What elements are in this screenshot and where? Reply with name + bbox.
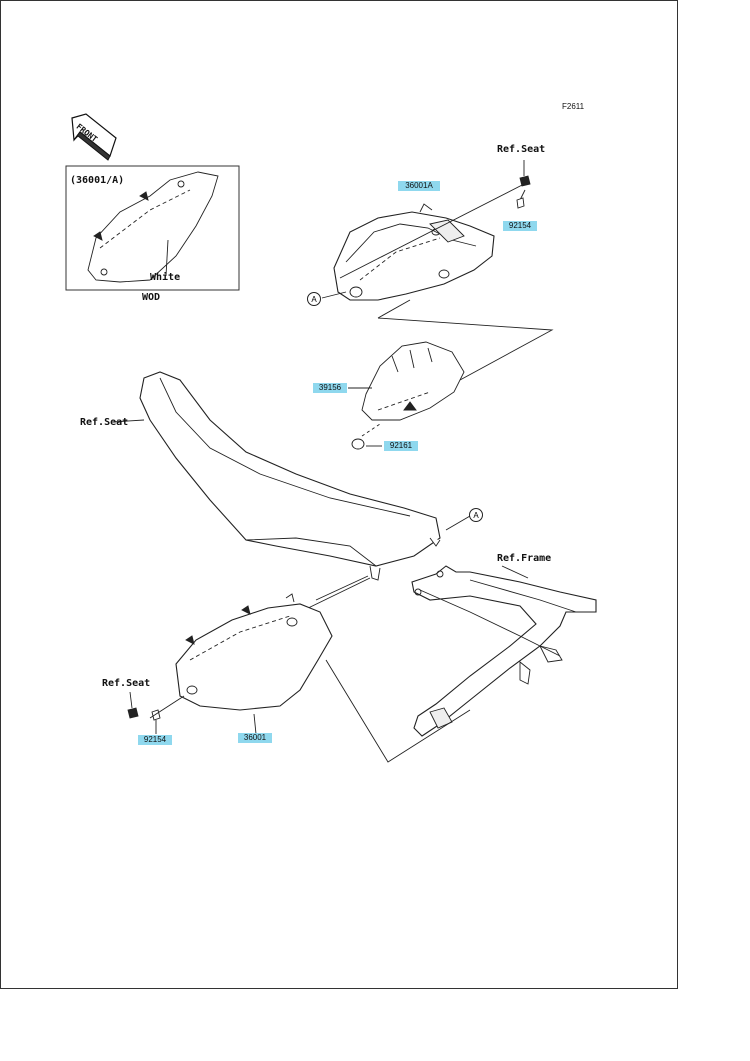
inset-part-ref: (36001/A): [70, 175, 125, 186]
inset-variant-label: WOD: [142, 292, 161, 303]
bolt-icon: [127, 707, 161, 721]
seat: [139, 371, 441, 581]
ref-seat-bottom-label: Ref.Seat: [102, 678, 151, 689]
inset-color-label: White: [150, 272, 181, 283]
part-92154-top-link[interactable]: 92154: [503, 221, 537, 231]
ref-seat-top-label: Ref.Seat: [497, 144, 546, 155]
callout-a-top: A: [307, 292, 321, 306]
side-cover-top: [333, 203, 495, 301]
part-36001-link[interactable]: 36001: [238, 733, 272, 743]
inset-box: [65, 165, 240, 291]
ref-frame-label: Ref.Frame: [497, 553, 552, 564]
part-39156-link[interactable]: 39156: [313, 383, 347, 393]
figure-code: F2611: [562, 102, 585, 111]
side-cover-bottom: [175, 593, 333, 711]
bolt-icon: [516, 160, 531, 209]
diagram-frame: [0, 0, 678, 989]
callout-a-mid: A: [469, 508, 483, 522]
part-92161-link[interactable]: 92161: [384, 441, 418, 451]
frame: [411, 565, 597, 737]
ref-seat-left-label: Ref.Seat: [80, 417, 129, 428]
inset-side-cover: [87, 171, 219, 283]
part-36001A-link[interactable]: 36001A: [398, 181, 440, 191]
part-92154-bottom-link[interactable]: 92154: [138, 735, 172, 745]
front-arrow-icon: [71, 113, 117, 161]
side-cover-small: [361, 341, 465, 421]
grommet-icon: [351, 438, 365, 450]
